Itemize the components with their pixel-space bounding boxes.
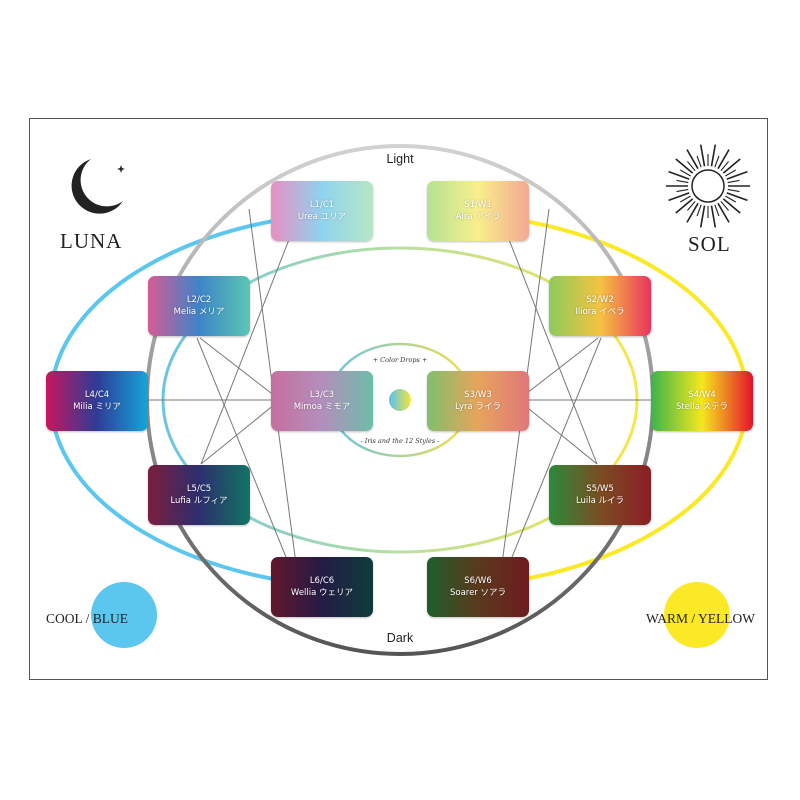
tile-name: Iliora イベラ: [575, 307, 625, 317]
tile-name: Milia ミリア: [73, 402, 121, 412]
style-tile-l1-c1[interactable]: L1/C1 Urea ユリア: [271, 181, 373, 241]
center-dot: [389, 389, 411, 411]
warm-yellow-swatch: [664, 582, 730, 648]
tile-code: L3/C3: [309, 390, 335, 400]
style-tile-l2-c2[interactable]: L2/C2 Melia メリア: [148, 276, 250, 336]
tile-name: Lyra ライラ: [455, 402, 501, 412]
axis-dark-label: Dark: [386, 631, 414, 645]
luna-title: LUNA: [60, 229, 123, 253]
tile-code: S3/W3: [464, 390, 492, 400]
center-subtitle-text: - Iris and the 12 Styles -: [360, 437, 440, 445]
tile-name: Aira アイラ: [455, 212, 501, 222]
tile-code: S5/W5: [586, 484, 614, 494]
style-tile-s4-w4[interactable]: S4/W4 Stella ステラ: [651, 371, 753, 431]
cool-blue-swatch: [91, 582, 157, 648]
cool-blue-label: COOL / BLUE: [46, 611, 128, 626]
tile-name: Melia メリア: [173, 307, 225, 317]
style-tile-l6-c6[interactable]: L6/C6 Wellia ウェリア: [271, 557, 373, 617]
style-tile-s2-w2[interactable]: S2/W2 Iliora イベラ: [549, 276, 651, 336]
tile-name: Lufia ルフィア: [170, 496, 228, 506]
sun-rays-icon: [666, 144, 750, 228]
style-tile-s6-w6[interactable]: S6/W6 Soarer ソアラ: [427, 557, 529, 617]
tile-name: Luila ルイラ: [575, 496, 625, 506]
style-tile-s5-w5[interactable]: S5/W5 Luila ルイラ: [549, 465, 651, 525]
style-tile-s1-w1[interactable]: S1/W1 Aira アイラ: [427, 181, 529, 241]
tile-name: Stella ステラ: [675, 402, 729, 412]
tile-code: L1/C1: [309, 200, 335, 210]
warm-yellow-label: WARM / YELLOW: [646, 611, 755, 626]
style-tile-s3-w3[interactable]: S3/W3 Lyra ライラ: [427, 371, 529, 431]
tile-name: Urea ユリア: [297, 212, 347, 222]
tile-code: S4/W4: [688, 390, 716, 400]
tile-code: L2/C2: [186, 295, 212, 305]
tile-code: S6/W6: [464, 576, 492, 586]
tile-name: Mimoa ミモア: [293, 402, 351, 412]
crescent-moon-icon: [71, 159, 125, 214]
tile-code: L5/C5: [186, 484, 212, 494]
tile-code: L4/C4: [84, 390, 110, 400]
tile-name: Wellia ウェリア: [290, 588, 354, 598]
style-tile-l4-c4[interactable]: L4/C4 Milia ミリア: [46, 371, 148, 431]
tile-code: L6/C6: [309, 576, 335, 586]
sol-title: SOL: [688, 232, 731, 256]
style-tile-l5-c5[interactable]: L5/C5 Lufia ルフィア: [148, 465, 250, 525]
color-wheel-board: LUNA SOL Light Dark + Color Drops + - Ir…: [29, 118, 768, 680]
tile-name: Soarer ソアラ: [449, 588, 507, 598]
center-title-text: + Color Drops +: [372, 356, 428, 364]
tile-code: S1/W1: [464, 200, 492, 210]
tile-code: S2/W2: [586, 295, 614, 305]
style-tile-l3-c3[interactable]: L3/C3 Mimoa ミモア: [271, 371, 373, 431]
axis-light-label: Light: [386, 152, 414, 166]
